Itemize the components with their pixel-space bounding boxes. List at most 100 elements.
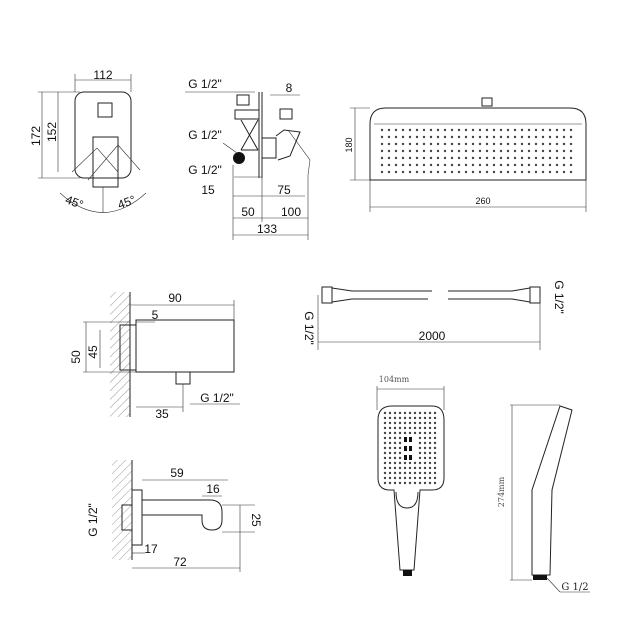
nozzle-dot (413, 426, 417, 430)
nozzle-dot (403, 426, 407, 430)
nozzle-dot (387, 128, 391, 132)
nozzle-dot (423, 446, 427, 450)
nozzle-dot (443, 128, 447, 132)
nozzle-dot (513, 142, 517, 146)
nozzle-dot (443, 149, 447, 153)
nozzle-dot (423, 416, 427, 420)
nozzle-dot (418, 416, 422, 420)
nozzle-dot (464, 149, 468, 153)
nozzle-dot (436, 135, 440, 139)
nozzle-dot (422, 170, 426, 174)
nozzle-dot (555, 170, 559, 174)
nozzle-dot (403, 466, 407, 470)
nozzle-dot (387, 163, 391, 167)
nozzle-dot (388, 436, 392, 440)
nozzle-dot (408, 426, 412, 430)
nozzle-dot (394, 149, 398, 153)
nozzle-dot (401, 128, 405, 132)
nozzle-dot (403, 481, 407, 485)
nozzle-dot (393, 461, 397, 465)
nozzle-dot (387, 149, 391, 153)
nozzle-dot (418, 446, 422, 450)
dim-rain-width: 260 (475, 196, 490, 206)
nozzle-dot (485, 156, 489, 160)
nozzle-dot (383, 451, 387, 455)
nozzle-dot (534, 142, 538, 146)
nozzle-dot (423, 456, 427, 460)
nozzle-dot (527, 170, 531, 174)
nozzle-dot (418, 436, 422, 440)
nozzle-dot (388, 421, 392, 425)
nozzle-dot (398, 451, 402, 455)
label-top-connection: G 1/2" (188, 77, 222, 91)
nozzle-dot (499, 156, 503, 160)
dim-outlet-height-inner: 45 (86, 345, 100, 359)
nozzle-dot (413, 481, 417, 485)
nozzle-dot (485, 128, 489, 132)
nozzle-dot (415, 128, 419, 132)
dim-hand-width: 104mm (379, 375, 410, 384)
nozzle-dot (418, 456, 422, 460)
nozzle-dot (383, 416, 387, 420)
nozzle-dot (418, 481, 422, 485)
nozzle-dot (428, 426, 432, 430)
nozzle-dot (415, 170, 419, 174)
mixer-side-view: G 1/2" 8 G 1/2" G 1/2" 15 75 50 100 133 (185, 77, 311, 240)
nozzle-dot (387, 135, 391, 139)
nozzle-dot (541, 149, 545, 153)
nozzle-dot (527, 156, 531, 160)
nozzle-dot (383, 436, 387, 440)
nozzle-dot (492, 135, 496, 139)
nozzle-dot (403, 421, 407, 425)
nozzle-dot (403, 461, 407, 465)
nozzle-dot (398, 476, 402, 480)
nozzle-dot (393, 481, 397, 485)
nozzle-dot (478, 163, 482, 167)
nozzle-dot (548, 128, 552, 132)
nozzle-dot (450, 149, 454, 153)
nozzle-dot (398, 431, 402, 435)
nozzle-dot (403, 471, 407, 475)
nozzle-dot (562, 149, 566, 153)
nozzle-dot (394, 163, 398, 167)
nozzle-dot (428, 416, 432, 420)
nozzle-dot (433, 436, 437, 440)
nozzle-dot (428, 411, 432, 415)
nozzle-dot (492, 142, 496, 146)
nozzle-dot (408, 421, 412, 425)
nozzle-dot (413, 421, 417, 425)
nozzle-dot (380, 142, 384, 146)
nozzle-dot (383, 421, 387, 425)
nozzle-dot (388, 446, 392, 450)
nozzle-dot (492, 170, 496, 174)
nozzle-dot (450, 128, 454, 132)
nozzle-dot (428, 451, 432, 455)
nozzle-dot (527, 149, 531, 153)
nozzle-dot (408, 416, 412, 420)
nozzle-dot (383, 466, 387, 470)
nozzle-dot (485, 163, 489, 167)
nozzle-dot (393, 476, 397, 480)
nozzle-dot (541, 135, 545, 139)
nozzle-dot (443, 170, 447, 174)
nozzle-dot (380, 156, 384, 160)
nozzle-dot (485, 170, 489, 174)
nozzle-dot (520, 156, 524, 160)
shower-hose: G 1/2" G 1/2" 2000 (302, 280, 566, 350)
wall-outlet: 90 5 50 45 35 G 1/2" (69, 291, 240, 421)
nozzle-dot (413, 466, 417, 470)
nozzle-dot (393, 436, 397, 440)
nozzle-dot (398, 466, 402, 470)
nozzle-dot (380, 149, 384, 153)
nozzle-dot (569, 163, 573, 167)
nozzle-dot (383, 426, 387, 430)
nozzle-dot (423, 481, 427, 485)
nozzle-dot (541, 170, 545, 174)
rain-shower-head: 180 260 (344, 97, 587, 212)
nozzle-dot (499, 170, 503, 174)
dim-outlet-flange: 5 (152, 308, 159, 322)
nozzle-dot (388, 411, 392, 415)
nozzle-dot (457, 149, 461, 153)
nozzle-dot (398, 421, 402, 425)
